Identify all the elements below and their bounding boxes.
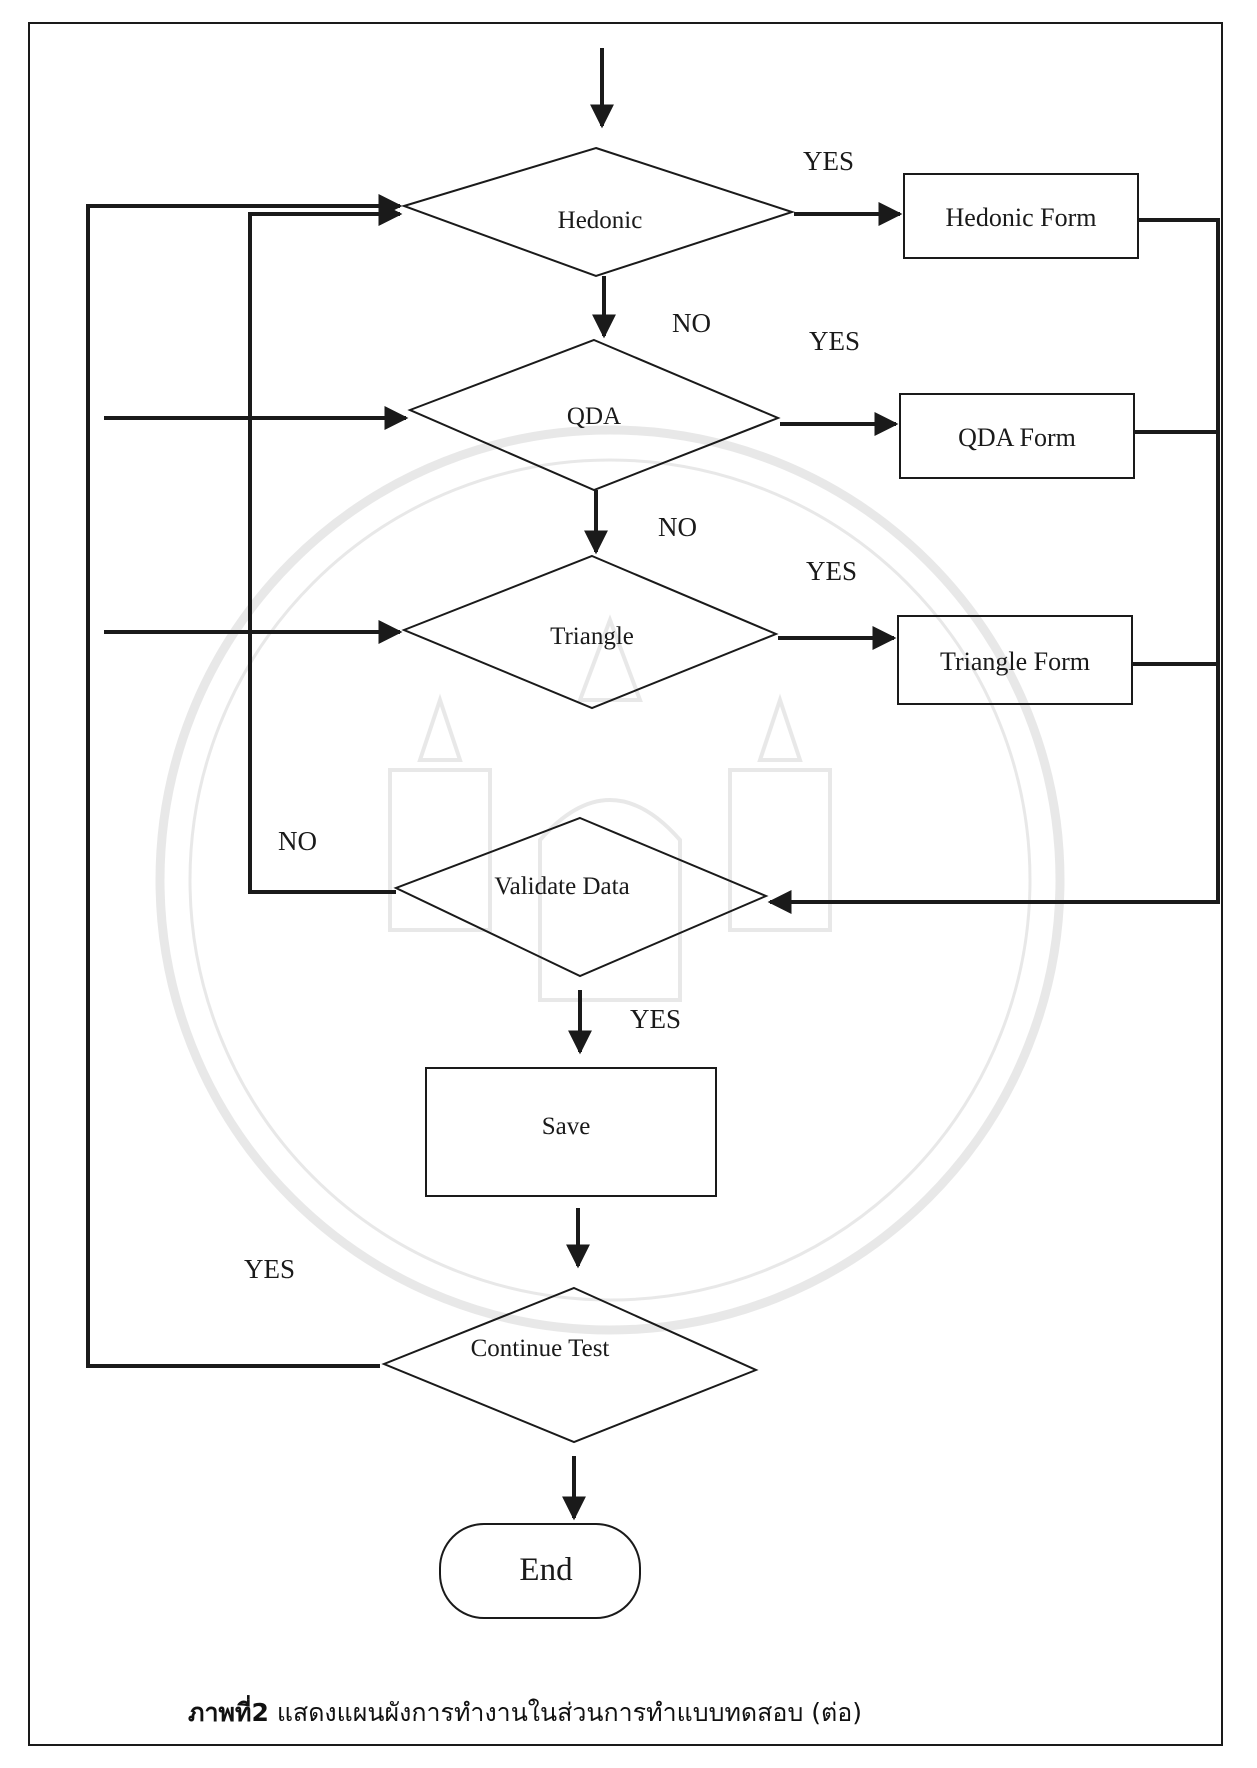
label-yes-validate: YES (630, 1004, 681, 1034)
qda-form-text: QDA Form (958, 423, 1076, 452)
label-yes-triangle: YES (806, 556, 857, 586)
caption-text: แสดงแผนผังการทำงานในส่วนการทำแบบทดสอบ (ต… (269, 1698, 862, 1727)
end-text: End (519, 1552, 573, 1588)
label-no-qda: NO (658, 512, 697, 542)
validate-text: Validate Data (494, 873, 629, 900)
label-yes-hedonic: YES (803, 146, 854, 176)
continue-text: Continue Test (471, 1335, 610, 1362)
validate-no-loop (250, 214, 400, 892)
continue-decision (384, 1288, 756, 1442)
continue-yes-loop (88, 206, 400, 1366)
caption-figure-number: ภาพที่2 (188, 1698, 269, 1727)
hedonic-text: Hedonic (558, 207, 643, 234)
label-no-hedonic: NO (672, 308, 711, 338)
label-yes-continue: YES (244, 1254, 295, 1284)
qda-text: QDA (567, 403, 621, 430)
hedonic-form-text: Hedonic Form (946, 203, 1097, 232)
label-yes-qda: YES (809, 326, 860, 356)
triangle-form-text: Triangle Form (940, 647, 1090, 676)
save-text: Save (542, 1113, 591, 1140)
figure-caption: ภาพที่2 แสดงแผนผังการทำงานในส่วนการทำแบบ… (188, 1693, 862, 1733)
triangle-text: Triangle (550, 623, 634, 650)
label-no-validate: NO (278, 826, 317, 856)
